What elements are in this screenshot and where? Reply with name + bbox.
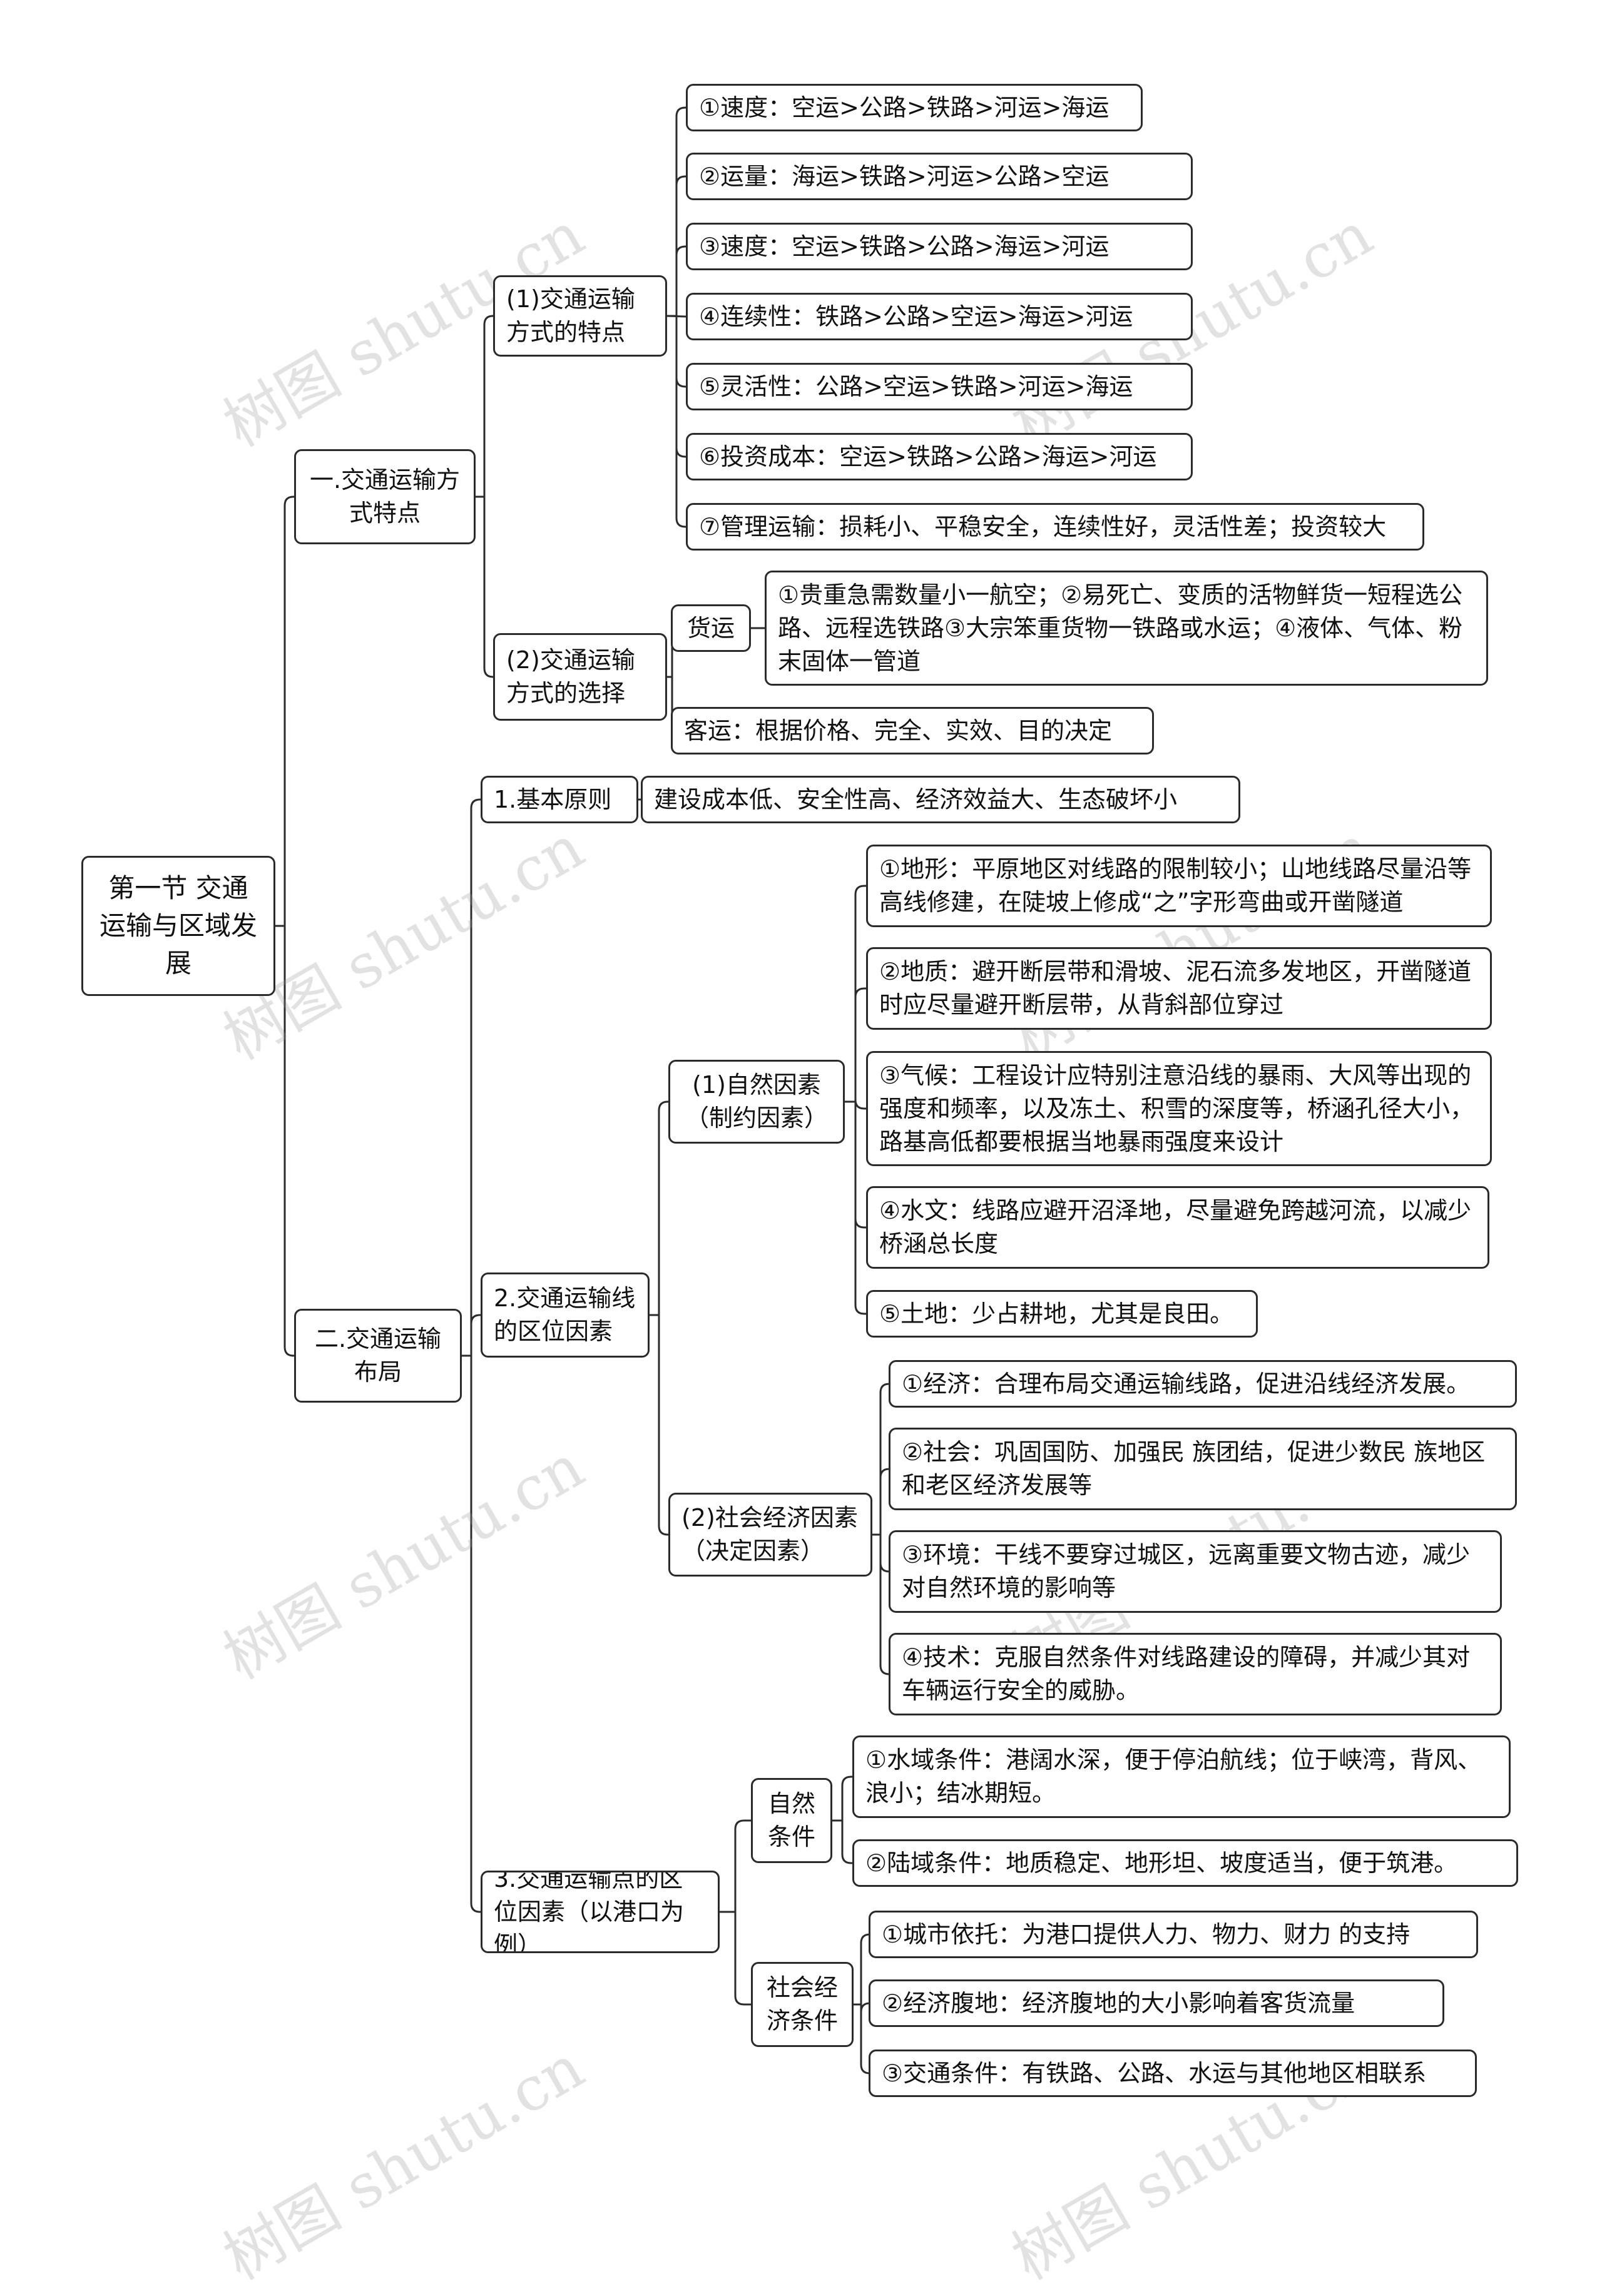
topic-port-natural[interactable]: 自然条件 — [751, 1778, 832, 1863]
mind-map: 树图 shutu.cn 树图 shutu.cn 树图 shutu.cn 树图 s… — [81, 84, 1518, 2293]
connector-line — [720, 1911, 751, 2006]
feature-item[interactable]: ⑥投资成本：空运>铁路>公路>海运>河运 — [686, 433, 1193, 480]
port-natural-condition[interactable]: ②陆域条件：地质稳定、地形坦、坡度适当，便于筑港。 — [852, 1839, 1518, 1887]
principle-text[interactable]: 建设成本低、安全性高、经济效益大、生态破坏小 — [641, 776, 1240, 823]
connector-line — [854, 1933, 870, 2006]
connector-line — [275, 925, 294, 1357]
connector-line — [667, 245, 686, 317]
social-factor[interactable]: ②社会：巩固国防、加强民 族团结，促进少数民 族地区和老区经济发展等 — [889, 1428, 1517, 1510]
connector-line — [832, 1819, 852, 1864]
social-factor[interactable]: ④技术：克服自然条件对线路建设的障碍，并减少其对车辆运行安全的威胁。 — [889, 1633, 1502, 1715]
port-social-condition[interactable]: ②经济腹地：经济腹地的大小影响着客货流量 — [869, 1979, 1444, 2027]
topic-basic-principle[interactable]: 1.基本原则 — [481, 776, 638, 823]
connector-line — [667, 106, 686, 317]
feature-item[interactable]: ②运量：海运>铁路>河运>公路>空运 — [686, 153, 1193, 200]
topic-line-factors[interactable]: 2.交通运输线的区位因素 — [481, 1272, 650, 1358]
connector-line — [872, 1468, 890, 1536]
connector-line — [845, 885, 866, 1103]
connector-line — [667, 315, 686, 528]
connector-line — [462, 798, 481, 1357]
topic-port-social[interactable]: 社会经济条件 — [751, 1962, 854, 2047]
connector-line — [845, 1099, 866, 1110]
feature-item[interactable]: ①速度：空运>公路>铁路>河运>海运 — [686, 84, 1143, 131]
natural-factor[interactable]: ③气候：工程设计应特别注意沿线的暴雨、大风等出现的强度和频率，以及冻土、积雪的深… — [866, 1051, 1492, 1166]
connector-line — [476, 495, 494, 678]
root-topic[interactable]: 第一节 交通运输与区域发展 — [81, 856, 275, 996]
feature-item[interactable]: ⑦管理运输：损耗小、平稳安全，连续性好，灵活性差；投资较大 — [686, 503, 1424, 551]
connector-line — [845, 987, 866, 1103]
topic-transport-features[interactable]: 一.交通运输方式特点 — [294, 449, 476, 544]
topic-social-factors[interactable]: (2)社会经济因素（决定因素） — [668, 1493, 872, 1577]
feature-item[interactable]: ③速度：空运>铁路>公路>海运>河运 — [686, 223, 1193, 270]
topic-natural-factors[interactable]: (1)自然因素（制约因素） — [668, 1060, 845, 1144]
topic-transport-layout[interactable]: 二.交通运输布局 — [294, 1309, 462, 1403]
connector-line — [845, 1100, 866, 1315]
connector-line — [476, 315, 494, 498]
topic-mode-selection[interactable]: (2)交通运输方式的选择 — [493, 633, 667, 721]
social-factor[interactable]: ①经济：合理布局交通运输线路，促进沿线经济发展。 — [889, 1360, 1517, 1408]
connector-line — [275, 495, 294, 927]
connector-line — [650, 1314, 668, 1536]
cargo-text[interactable]: ①贵重急需数量小一航空；②易死亡、变质的活物鲜货一短程选公路、远程选铁路③大宗笨… — [765, 571, 1488, 686]
connector-line — [462, 1354, 481, 1913]
connector-line — [667, 175, 686, 317]
natural-factor[interactable]: ④水文：线路应避开沼泽地，尽量避免跨越河流，以减少桥涵总长度 — [866, 1186, 1489, 1269]
port-natural-condition[interactable]: ①水域条件：港阔水深，便于停泊航线；位于峡湾，背风、浪小；结冰期短。 — [852, 1735, 1511, 1818]
connector-line — [720, 1819, 751, 1913]
natural-factor[interactable]: ⑤土地：少占耕地，尤其是良田。 — [866, 1290, 1258, 1338]
connector-line — [872, 1533, 890, 1675]
feature-item[interactable]: ⑤灵活性：公路>空运>铁路>河运>海运 — [686, 363, 1193, 410]
connector-line — [832, 1775, 852, 1822]
social-factor[interactable]: ③环境：干线不要穿过城区，远离重要文物古迹，减少对自然环境的影响等 — [889, 1530, 1502, 1613]
connector-line — [854, 2003, 870, 2075]
passenger-text[interactable]: 客运：根据价格、完全、实效、目的决定 — [671, 707, 1154, 754]
topic-point-factors[interactable]: 3.交通运输点的区位因素（以港口为例） — [481, 1871, 720, 1953]
natural-factor[interactable]: ②地质：避开断层带和滑坡、泥石流多发地区，开凿隧道时应尽量避开断层带，从背斜部位… — [866, 947, 1492, 1030]
feature-item[interactable]: ④连续性：铁路>公路>空运>海运>河运 — [686, 293, 1193, 340]
connector-line — [650, 1100, 668, 1316]
cargo-label[interactable]: 货运 — [671, 604, 751, 652]
port-social-condition[interactable]: ③交通条件：有铁路、公路、水运与其他地区相联系 — [869, 2050, 1477, 2097]
natural-factor[interactable]: ①地形：平原地区对线路的限制较小；山地线路尽量沿等高线修建，在陡坡上修成“之”字… — [866, 845, 1492, 927]
topic-mode-characteristics[interactable]: (1)交通运输方式的特点 — [493, 275, 667, 357]
connector-line — [462, 1314, 481, 1357]
port-social-condition[interactable]: ①城市依托：为港口提供人力、物力、财力 的支持 — [869, 1911, 1478, 1958]
